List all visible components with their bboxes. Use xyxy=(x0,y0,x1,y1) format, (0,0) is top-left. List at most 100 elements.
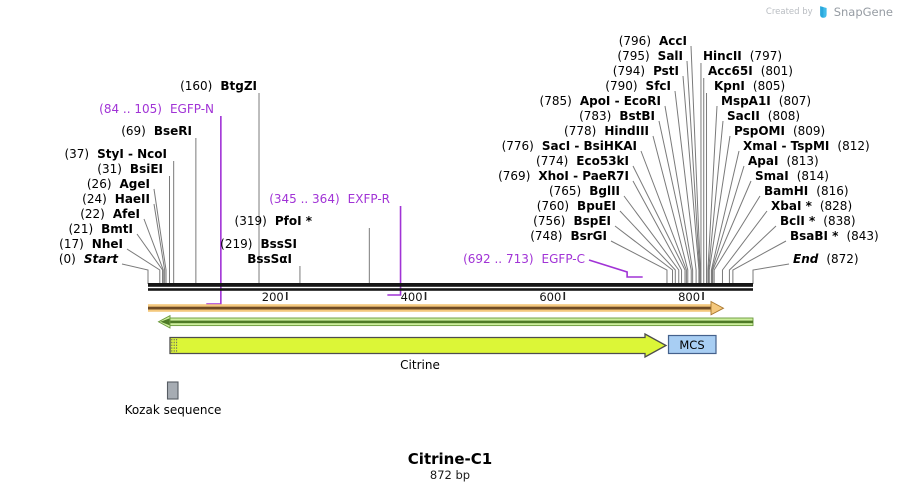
site-BclI *[interactable]: BclI *(838) xyxy=(780,214,856,228)
site-BstBI[interactable]: (783)BstBI xyxy=(579,109,655,123)
leader-line xyxy=(623,195,680,284)
site-Acc65I[interactable]: Acc65I(801) xyxy=(708,64,793,78)
leader-line xyxy=(136,233,164,284)
leader-line xyxy=(712,180,752,284)
site-Eco53kI[interactable]: (774)Eco53kI xyxy=(536,154,629,168)
feature-label-exfp-r[interactable]: (345 .. 364)EXFP-R xyxy=(269,192,390,206)
site-End[interactable]: End(872) xyxy=(793,252,859,266)
site-HincII[interactable]: HincII(797) xyxy=(703,49,783,63)
feature-label-egfp-c[interactable]: (692 .. 713)EGFP-C xyxy=(463,252,585,266)
green-arrowhead-core xyxy=(160,318,170,326)
leader-line xyxy=(686,60,701,284)
site-HaeII[interactable]: (24)HaeII xyxy=(82,192,150,206)
leader-line xyxy=(708,120,724,284)
leader-line xyxy=(752,263,790,284)
egfp-n-bracket xyxy=(206,116,222,305)
site-BssSI[interactable]: (219)BssSI xyxy=(220,237,297,251)
site-SfcI[interactable]: (790)SfcI xyxy=(605,79,671,93)
site-HindIII[interactable]: (778)HindIII xyxy=(564,124,649,138)
leader-line xyxy=(710,150,740,284)
leader-line xyxy=(711,165,745,284)
site-NheI[interactable]: (17)NheI xyxy=(59,237,123,251)
leader-line xyxy=(640,150,687,284)
site-SacI - BsiHKAI[interactable]: (776)SacI - BsiHKAI xyxy=(501,139,637,153)
site-BglII[interactable]: (765)BglII xyxy=(548,184,620,198)
site-BsrGI[interactable]: (748)BsrGI xyxy=(530,229,607,243)
snapgene-logo-icon xyxy=(819,6,827,18)
ruler-number-600: 600 xyxy=(539,290,562,304)
site-MspA1I[interactable]: MspA1I(807) xyxy=(721,94,812,108)
leader-line xyxy=(658,120,692,284)
site-BspEI[interactable]: (756)BspEI xyxy=(533,214,611,228)
site-BamHI[interactable]: BamHI(816) xyxy=(764,184,849,198)
leader-line xyxy=(153,203,166,284)
site-PstI[interactable]: (794)PstI xyxy=(612,64,679,78)
site-SacII[interactable]: SacII(808) xyxy=(727,109,801,123)
watermark-brand: SnapGene xyxy=(833,5,893,19)
kozak-box[interactable] xyxy=(166,381,179,400)
site-BssSalphaI[interactable]: BssSαI xyxy=(247,252,292,266)
site-AccI[interactable]: (796)AccI xyxy=(618,34,687,48)
leader-line xyxy=(126,248,161,284)
site-ApoI - EcoRI[interactable]: (785)ApoI - EcoRI xyxy=(539,94,661,108)
kozak-sequence-label: Kozak sequence xyxy=(124,403,222,417)
ruler-number-400: 400 xyxy=(400,290,423,304)
leader-line xyxy=(619,210,676,284)
site-ApaI[interactable]: ApaI(813) xyxy=(748,154,819,168)
leader-line xyxy=(721,210,768,284)
site-AfeI[interactable]: (22)AfeI xyxy=(80,207,140,221)
citrine-arrow[interactable] xyxy=(169,332,668,359)
sequence-bar-bottom xyxy=(148,288,753,291)
green-arrow-core xyxy=(170,320,753,324)
ruler-number-200: 200 xyxy=(261,290,284,304)
site-PspOMI[interactable]: PspOMI(809) xyxy=(734,124,826,138)
site-XbaI *[interactable]: XbaI *(828) xyxy=(771,199,853,213)
sequence-bar-top xyxy=(148,283,753,287)
leader-line xyxy=(707,105,718,284)
document-title: Citrine-C1 xyxy=(407,450,493,468)
leader-line xyxy=(121,263,149,284)
exfp-r-bracket xyxy=(387,206,402,296)
leader-line xyxy=(610,240,668,284)
mcs-box[interactable] xyxy=(667,334,717,355)
site-BmtI[interactable]: (21)BmtI xyxy=(68,222,134,236)
site-BpuEI[interactable]: (760)BpuEI xyxy=(536,199,616,213)
leader-line xyxy=(690,45,701,284)
snapgene-watermark: Created by SnapGene xyxy=(766,5,893,19)
citrine-feature-label: Citrine xyxy=(400,358,440,372)
ruler-number-800: 800 xyxy=(678,290,701,304)
site-BsiEI[interactable]: (31)BsiEI xyxy=(97,162,163,176)
site-PfoI[interactable]: (319)PfoI * xyxy=(234,214,312,228)
site-SalI[interactable]: (795)SalI xyxy=(617,49,683,63)
leader-line xyxy=(614,225,674,284)
site-SmaI[interactable]: SmaI(814) xyxy=(755,169,829,183)
site-BtgZI[interactable]: (160)BtgZI xyxy=(180,79,257,93)
site-Start[interactable]: (0)Start xyxy=(58,252,118,266)
site-XhoI - PaeR7I[interactable]: (769)XhoI - PaeR7I xyxy=(498,169,629,183)
site-BseRI[interactable]: (69)BseRI xyxy=(121,124,192,138)
leader-line xyxy=(732,240,787,284)
site-BsaBI *[interactable]: BsaBI *(843) xyxy=(790,229,879,243)
orange-arrow-core xyxy=(148,306,711,310)
leader-line xyxy=(652,135,689,284)
leader-line xyxy=(728,225,777,284)
leader-line xyxy=(632,180,683,284)
orange-arrowhead xyxy=(710,300,725,316)
leader-line xyxy=(664,105,694,284)
leader-line xyxy=(708,135,731,284)
watermark-created-by: Created by xyxy=(765,7,813,17)
site-AgeI[interactable]: (26)AgeI xyxy=(86,177,150,191)
leader-line xyxy=(632,165,686,284)
feature-label-egfp-n[interactable]: (84 .. 105)EGFP-N xyxy=(99,102,214,116)
leader-line xyxy=(674,90,697,284)
leader-line xyxy=(682,75,700,284)
leader-line xyxy=(143,218,164,284)
site-StyI - NcoI[interactable]: (37)StyI - NcoI xyxy=(64,147,167,161)
site-KpnI[interactable]: KpnI(805) xyxy=(714,79,786,93)
leader-line xyxy=(153,188,167,284)
egfp-c-bracket xyxy=(588,259,643,278)
site-XmaI - TspMI[interactable]: XmaI - TspMI(812) xyxy=(743,139,870,153)
leader-line xyxy=(713,195,761,284)
